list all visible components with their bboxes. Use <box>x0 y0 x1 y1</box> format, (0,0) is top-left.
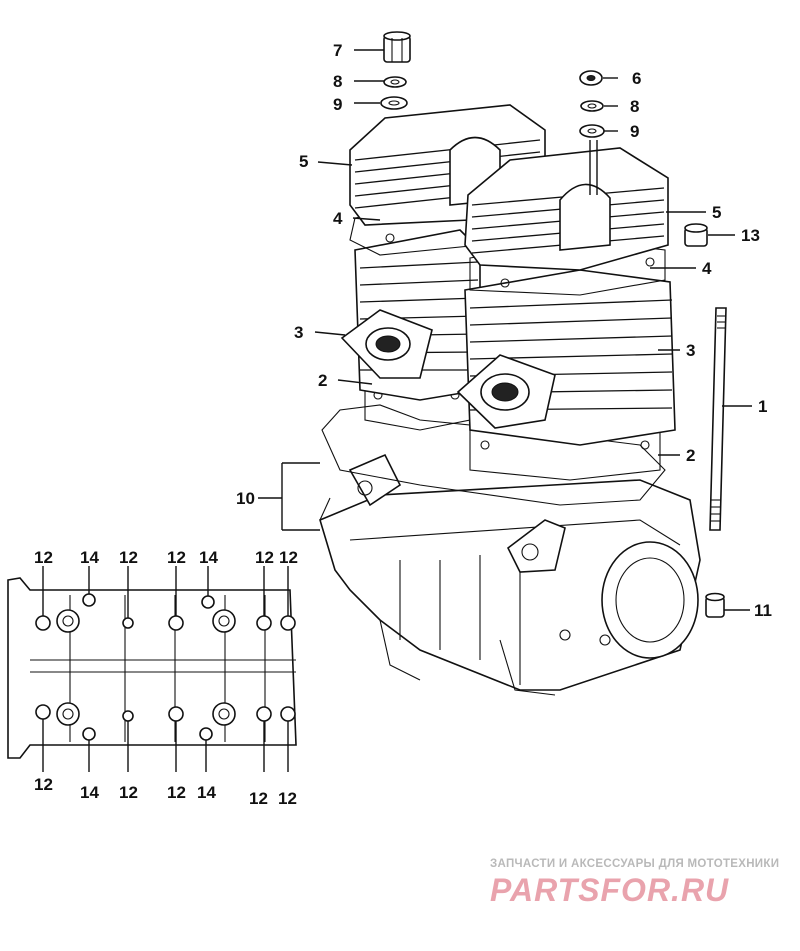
callout-4-right: 4 <box>702 259 712 278</box>
callout-labels: 7 8 9 6 8 9 5 5 4 13 4 3 3 1 2 2 10 11 1… <box>34 41 772 808</box>
washer-part-9-left <box>380 96 408 110</box>
callout-12-bottom-4: 12 <box>249 789 268 808</box>
crankcase-gasket-part-10 <box>319 404 666 521</box>
callout-14-bottom-2: 14 <box>197 783 216 802</box>
callout-5-left: 5 <box>299 152 308 171</box>
callout-6: 6 <box>632 69 641 88</box>
callout-13: 13 <box>741 226 760 245</box>
washer-part-9-right <box>579 124 605 138</box>
callout-12-top-1: 12 <box>34 548 53 567</box>
callout-12-top-4: 12 <box>255 548 274 567</box>
dowel-part-13 <box>684 223 708 247</box>
callout-2-right: 2 <box>686 446 695 465</box>
callout-2-left: 2 <box>318 371 327 390</box>
callout-12-bottom-1: 12 <box>34 775 53 794</box>
callout-3-left: 3 <box>294 323 303 342</box>
leader-lines <box>42 49 752 772</box>
callout-8-left: 8 <box>333 72 342 91</box>
callout-12-bottom-2: 12 <box>119 783 138 802</box>
callout-8-right: 8 <box>630 97 639 116</box>
cylinder-right <box>456 269 676 446</box>
callout-14-bottom-1: 14 <box>80 783 99 802</box>
callout-12-top-2: 12 <box>119 548 138 567</box>
nut-part-6 <box>579 70 603 86</box>
callout-10: 10 <box>236 489 255 508</box>
cylinder-head-part-5-right <box>464 147 669 271</box>
crankcase <box>319 453 701 696</box>
cap-nut-part-7 <box>383 31 411 63</box>
crankcase-bottom-view <box>7 577 297 759</box>
callout-4-left: 4 <box>333 209 343 228</box>
callout-14-top-1: 14 <box>80 548 99 567</box>
callout-9-right: 9 <box>630 122 639 141</box>
stud-bolt-part-1 <box>709 307 727 531</box>
dowel-part-11 <box>705 592 725 618</box>
callout-9-left: 9 <box>333 95 342 114</box>
watermark-logo: PARTSFOR.RU <box>490 872 730 908</box>
callout-3-right: 3 <box>686 341 695 360</box>
washer-part-8-right <box>580 100 604 112</box>
callout-1: 1 <box>758 397 767 416</box>
callout-5-right: 5 <box>712 203 721 222</box>
callout-11: 11 <box>754 601 772 620</box>
cylinder-left <box>340 229 481 401</box>
washer-part-8-left <box>383 76 407 88</box>
callout-12-top-5: 12 <box>279 548 298 567</box>
watermark-subtitle: ЗАПЧАСТИ И АКСЕССУАРЫ ДЛЯ МОТОТЕХНИКИ <box>490 858 780 870</box>
callout-7: 7 <box>333 41 342 60</box>
callout-12-bottom-5: 12 <box>278 789 297 808</box>
callout-12-top-3: 12 <box>167 548 186 567</box>
callout-14-top-2: 14 <box>199 548 218 567</box>
callout-12-bottom-3: 12 <box>167 783 186 802</box>
